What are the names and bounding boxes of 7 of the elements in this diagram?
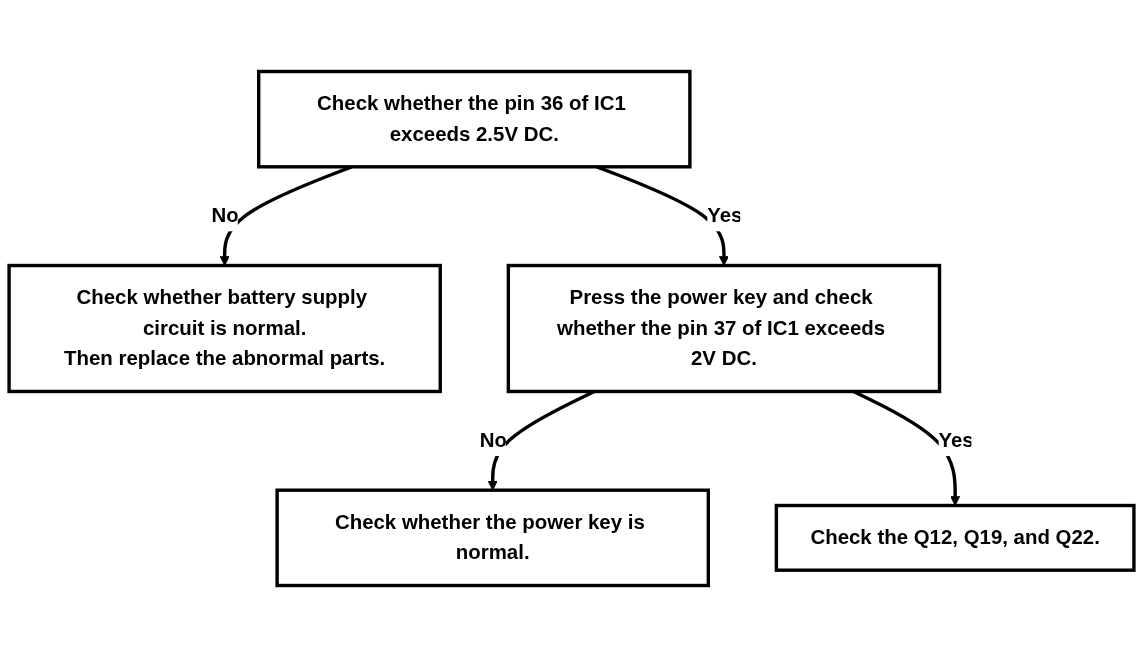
edge-label: No (211, 204, 239, 227)
node-box: Press the power key and check whether the pin 37 of IC1 exceeds 2V DC. (506, 263, 942, 394)
node-box: Check whether the pin 36 of IC1 exceeds 2.5V DC. (257, 69, 692, 169)
node-box: Check whether battery supply circuit is normal. Then replace the abnormal parts. (7, 263, 442, 394)
edge-label: No (479, 428, 507, 452)
node-box: Check the Q12, Q19, and Q22. (774, 503, 1136, 572)
node-box: Check whether the power key is normal. (275, 488, 710, 588)
